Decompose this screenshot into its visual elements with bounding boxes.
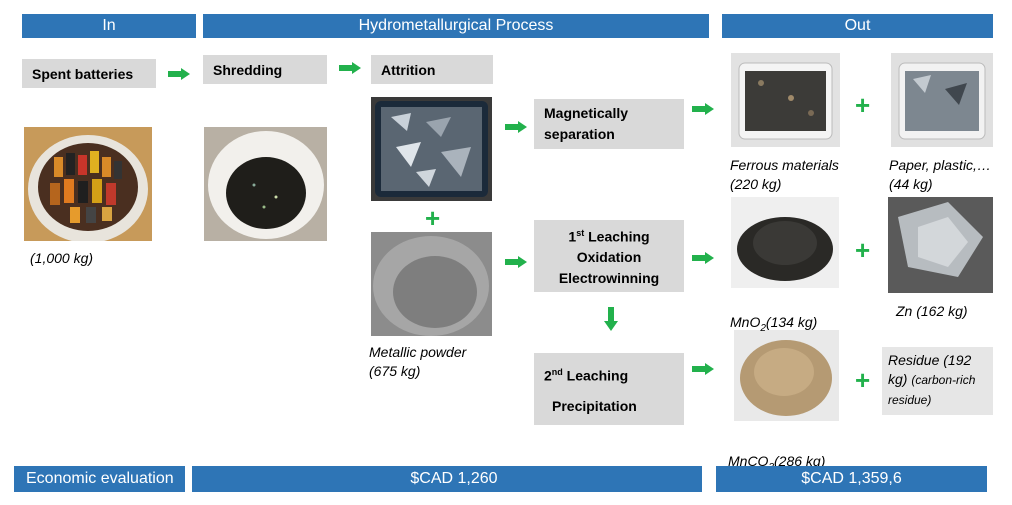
economic-evaluation-label: Economic evaluation bbox=[26, 470, 174, 487]
metallic-powder-photo bbox=[371, 232, 492, 336]
footer-divider bbox=[185, 466, 192, 492]
plus-icon: + bbox=[855, 235, 871, 265]
magnetic-separation-line2: separation bbox=[544, 126, 615, 142]
plus-icon: + bbox=[425, 203, 441, 233]
header-process: Hydrometallurgical Process bbox=[203, 14, 709, 38]
shredding-box: Shredding bbox=[203, 55, 327, 84]
header-in-label: In bbox=[102, 17, 116, 34]
mnco3-photo bbox=[734, 330, 839, 421]
paper-plastic-photo bbox=[891, 53, 993, 147]
header-out-label: Out bbox=[844, 17, 871, 34]
second-leaching-line1: 2nd Leaching bbox=[544, 367, 629, 384]
batteries-bucket-photo bbox=[24, 127, 152, 241]
header-process-label: Hydrometallurgical Process bbox=[358, 17, 554, 34]
magnetic-separation-box: Magnetically separation bbox=[534, 99, 684, 149]
output-value-bar: $CAD 1,359,6 bbox=[716, 466, 987, 492]
right-arrow-icon bbox=[168, 68, 190, 80]
first-leaching-line2: Oxidation bbox=[576, 249, 642, 266]
ferrous-materials-caption: Ferrous materials (220 kg) bbox=[730, 157, 839, 192]
paper-plastic-caption: Paper, plastic,… (44 kg) bbox=[889, 157, 991, 192]
shredding-label: Shredding bbox=[213, 61, 283, 78]
zinc-photo bbox=[888, 197, 993, 293]
plus-icon: + bbox=[855, 90, 871, 120]
first-leaching-line3: Electrowinning bbox=[558, 270, 660, 287]
attrition-box: Attrition bbox=[371, 55, 493, 84]
right-arrow-icon bbox=[692, 363, 714, 375]
header-out: Out bbox=[722, 14, 993, 38]
batteries-mass-caption: (1,000 kg) bbox=[30, 250, 94, 266]
metallic-flakes-photo bbox=[371, 97, 492, 201]
shredded-bucket-photo bbox=[204, 127, 327, 241]
mnco3-caption: MnCO3(286 kg) bbox=[728, 453, 826, 473]
second-leaching-box: 2nd Leaching Precipitation bbox=[534, 353, 684, 425]
plus-icon: + bbox=[855, 365, 871, 395]
right-arrow-icon bbox=[692, 252, 714, 264]
mno2-photo bbox=[731, 197, 839, 288]
magnetic-separation-line1: Magnetically bbox=[544, 105, 629, 121]
right-arrow-icon bbox=[692, 103, 714, 115]
right-arrow-icon bbox=[505, 121, 527, 133]
ferrous-materials-photo bbox=[731, 53, 840, 147]
right-arrow-icon bbox=[339, 62, 361, 74]
header-in: In bbox=[22, 14, 196, 38]
residue-label: Residue (192 kg) bbox=[888, 352, 972, 387]
first-leaching-line1: 1st Leaching bbox=[568, 227, 650, 245]
attrition-label: Attrition bbox=[381, 61, 436, 78]
down-arrow-icon bbox=[604, 307, 618, 331]
residue-note: (carbon-rich residue) bbox=[888, 373, 976, 407]
mno2-caption: MnO2(134 kg) bbox=[730, 314, 818, 334]
spent-batteries-label: Spent batteries bbox=[32, 65, 134, 82]
zinc-caption: Zn (162 kg) bbox=[896, 303, 968, 319]
second-leaching-line2: Precipitation bbox=[552, 397, 637, 414]
residue-box: Residue (192 kg) (carbon-rich residue) bbox=[882, 347, 993, 415]
output-value: $CAD 1,359,6 bbox=[801, 470, 902, 487]
spent-batteries-box: Spent batteries bbox=[22, 59, 156, 88]
input-cost-value: $CAD 1,260 bbox=[410, 470, 498, 487]
right-arrow-icon bbox=[505, 256, 527, 268]
economic-evaluation-bar: Economic evaluation $CAD 1,260 bbox=[14, 466, 702, 492]
first-leaching-box: 1st Leaching Oxidation Electrowinning bbox=[534, 220, 684, 292]
metallic-powder-caption: Metallic powder (675 kg) bbox=[369, 344, 467, 379]
